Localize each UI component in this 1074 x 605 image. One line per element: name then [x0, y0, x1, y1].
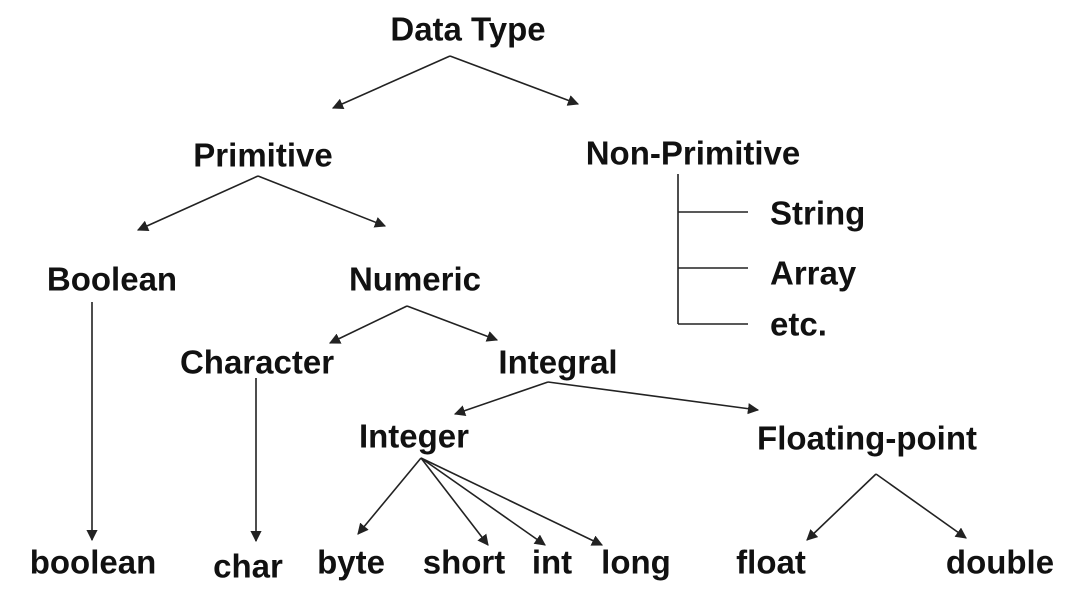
edge-integer-short	[420, 457, 489, 546]
edge-numeric-character	[328, 305, 408, 344]
node-array: Array	[770, 254, 857, 292]
node-character: Character	[179, 343, 335, 381]
edge-integral-floating-point	[547, 381, 760, 415]
leaf-int: int	[531, 543, 573, 581]
leaf-long: long	[601, 543, 671, 581]
node-non-primitive: Non-Primitive	[585, 134, 801, 172]
leaf-boolean: boolean	[29, 543, 157, 581]
node-numeric: Numeric	[348, 260, 482, 298]
leaf-char: char	[213, 547, 283, 585]
edge-integral-integer	[453, 381, 549, 417]
edge-floating-double	[875, 473, 967, 539]
edge-root-non-primitive	[449, 55, 580, 106]
node-etc: etc.	[770, 305, 827, 343]
node-data-type: Data Type	[390, 10, 546, 48]
leaf-byte: byte	[317, 543, 385, 581]
node-integral: Integral	[498, 343, 618, 381]
leaf-short: short	[422, 543, 506, 581]
edge-floating-float	[806, 473, 877, 541]
leaf-double: double	[945, 543, 1055, 581]
leaf-float: float	[736, 543, 806, 581]
node-integer: Integer	[358, 417, 470, 455]
edge-primitive-numeric	[257, 175, 387, 228]
edge-root-primitive	[331, 55, 451, 110]
edge-primitive-boolean	[136, 175, 259, 231]
node-boolean-category: Boolean	[46, 260, 178, 298]
node-floating-point: Floating-point	[757, 419, 977, 457]
edge-integer-int	[420, 457, 546, 546]
node-string: String	[770, 194, 866, 232]
node-primitive: Primitive	[193, 136, 333, 174]
edge-numeric-integral	[406, 305, 499, 342]
edge-integer-long	[420, 457, 604, 546]
edge-integer-byte	[357, 457, 422, 535]
